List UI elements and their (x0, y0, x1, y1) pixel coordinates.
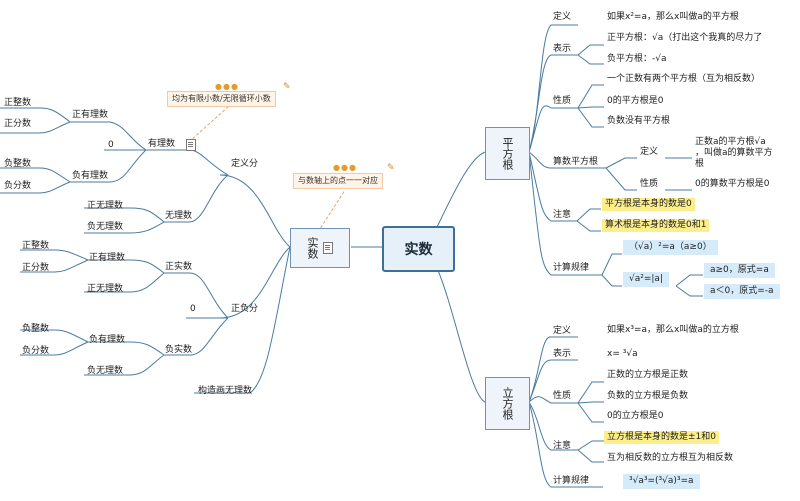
sq-property-1: 一个正数有两个平方根（互为相反数） (607, 74, 761, 84)
positive-real-label: 正实数 (165, 262, 193, 272)
real-number-note: 与数轴上的点一一对应 (293, 173, 383, 189)
sign-positive-fraction: 正分数 (22, 263, 50, 273)
pin-icon: ✎ (283, 82, 291, 92)
note-icon[interactable] (186, 139, 196, 151)
sq-note-1: 平方根是本身的数是0 (602, 198, 695, 211)
negative-irrational: 负无理数 (87, 222, 124, 232)
cb-definition-text: 如果x³=a，那么x叫做a的立方根 (607, 325, 739, 335)
construct-irrational-label: 构造画无理数 (198, 386, 253, 396)
rational-label: 有理数 (148, 139, 176, 149)
positive-irrational: 正无理数 (87, 201, 124, 211)
cb-definition-label: 定义 (553, 326, 572, 336)
rational-note: 均为有限小数/无限循环小数 (167, 91, 276, 107)
arith-root-definition-label: 定义 (640, 147, 659, 157)
sq-definition-text: 如果x²=a，那么x叫做a的平方根 (607, 12, 739, 22)
zero-label: 0 (108, 140, 114, 150)
cb-note-2: 互为相反数的立方根互为相反数 (607, 453, 734, 463)
arith-root-definition-line-2: ，叫做a的算数平方 (695, 148, 773, 158)
cb-properties-label: 性质 (553, 391, 572, 401)
cb-rule: ³√a³=(³√a)³=a (623, 474, 700, 489)
sq-rule-1: （√a）²=a（a≥0） (623, 240, 718, 255)
note-link-rational (188, 104, 231, 143)
negative-integer: 负整数 (4, 159, 32, 169)
link-cube-root (436, 267, 486, 403)
arith-root-property: 0的算数平方根是0 (695, 179, 770, 189)
more-dots-icon: ●●● (333, 163, 357, 172)
sq-properties-label: 性质 (553, 96, 572, 106)
sq-note-2: 算术根是本身的数是0和1 (602, 219, 710, 232)
cb-notation-label: 表示 (553, 349, 572, 359)
sq-rules-label: 计算规律 (553, 263, 590, 273)
positive-rational-label: 正有理数 (72, 110, 109, 120)
sq-rule-case-1: a≥0，原式=a (704, 263, 775, 278)
real-number-topic[interactable]: 实数 (290, 228, 350, 268)
by-definition-label: 定义分 (231, 159, 259, 169)
more-dots-icon: ●●● (215, 82, 239, 91)
sq-notation-positive: 正平方根：√a（打出这个我真的尽力了 (607, 33, 763, 43)
positive-fraction: 正分数 (4, 119, 32, 129)
negative-real-label: 负实数 (165, 345, 193, 355)
sign-negative-integer: 负整数 (22, 324, 50, 334)
arith-root-definition-line-3: 根 (695, 159, 705, 169)
cb-property-2: 负数的立方根是负数 (607, 391, 689, 401)
cb-property-1: 正数的立方根是正数 (607, 370, 689, 380)
by-sign-label: 正负分 (231, 304, 259, 314)
cb-rules-label: 计算规律 (553, 476, 590, 486)
cb-notation-text: x= ³√a (607, 349, 638, 359)
arith-root-property-label: 性质 (640, 179, 659, 189)
cb-note-label: 注意 (553, 441, 572, 451)
sq-property-2: 0的平方根是0 (607, 96, 664, 106)
real-number-label: 实数 (306, 237, 319, 259)
irrational-label: 无理数 (165, 211, 193, 221)
sign-negative-irrational: 负无理数 (87, 366, 124, 376)
note-link-real (317, 189, 346, 233)
square-root-topic[interactable]: 平方根 (485, 127, 530, 180)
sq-definition-label: 定义 (553, 12, 572, 22)
sign-positive-integer: 正整数 (22, 241, 50, 251)
cube-root-topic[interactable]: 立方根 (485, 377, 530, 430)
sign-positive-rational: 正有理数 (89, 253, 126, 263)
sq-notation-negative: 负平方根：-√a (607, 54, 667, 64)
sign-negative-fraction: 负分数 (22, 346, 50, 356)
sign-zero-label: 0 (190, 304, 196, 314)
negative-rational-label: 负有理数 (72, 171, 109, 181)
sign-negative-rational: 负有理数 (89, 335, 126, 345)
sq-rule-case-2: a＜0，原式=-a (704, 284, 780, 299)
link-square-root (436, 151, 486, 228)
cb-note-1: 立方根是本身的数是±1和0 (604, 431, 719, 444)
arith-root-label: 算数平方根 (553, 157, 599, 167)
negative-fraction: 负分数 (4, 181, 32, 191)
positive-integer: 正整数 (4, 98, 32, 108)
sign-positive-irrational: 正无理数 (87, 284, 124, 294)
sq-property-3: 负数没有平方根 (607, 116, 671, 126)
pin-icon: ✎ (387, 163, 395, 173)
note-icon[interactable] (323, 242, 333, 254)
sq-note-label: 注意 (553, 210, 572, 220)
central-topic[interactable]: 实数 (382, 226, 455, 272)
sq-rule-2: √a²=|a| (623, 272, 669, 287)
cb-property-3: 0的立方根是0 (607, 411, 664, 421)
arith-root-definition-line-1: 正数a的平方根√a (695, 137, 766, 147)
sq-notation-label: 表示 (553, 44, 572, 54)
